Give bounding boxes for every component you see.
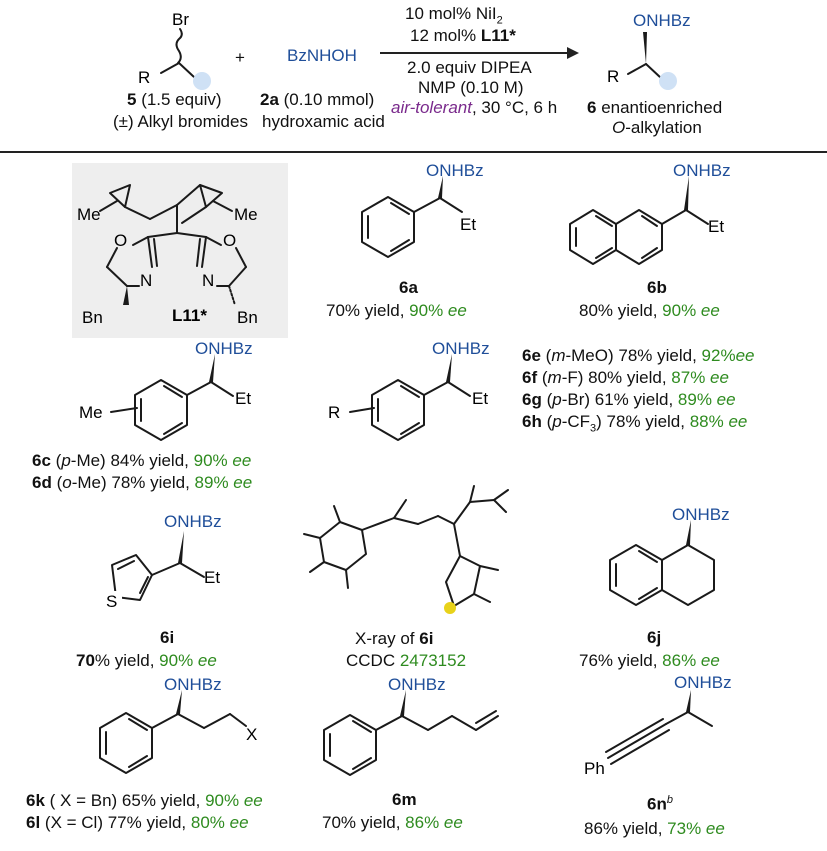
structure-6i: S ONHBz Et [106,512,222,611]
condition-ligand: 12 mol% L11* [410,26,516,45]
condition-catalyst: 10 mol% NiI2 [405,4,503,27]
yield-6c: 6c (p-Me) 84% yield, 90% ee [32,451,252,470]
yield-6e: 6e (m-MeO) 78% yield, 92%ee [522,346,755,365]
right-o-label: O [223,231,236,250]
structure-6c-6d: Me ONHBz Et [79,339,253,441]
onhbz-label: ONHBz [673,161,731,180]
yield-6f: 6f (m-F) 80% yield, 87% ee [522,368,729,387]
sm2a-caption-2: hydroxamic acid [262,112,385,131]
et-label: Et [472,389,488,408]
structure-6k-6l: ONHBz X [99,675,257,774]
sm2a-caption-1: 2a (0.10 mmol) [260,90,375,109]
label-6b: 6b [647,278,667,297]
ligand-panel [72,163,288,338]
left-n-label: N [140,271,152,290]
right-me-label: Me [234,205,258,224]
yield-6k: 6k ( X = Bn) 65% yield, 90% ee [26,791,263,810]
product-caption-1: 6 enantioenriched [587,98,723,117]
reaction-arrowhead [567,47,579,59]
structure-6m: ONHBz [323,675,499,776]
section-divider [0,151,827,153]
label-6m: 6m [392,790,417,809]
left-bn-label: Bn [82,308,103,327]
structure-6b: ONHBz Et [569,161,731,265]
et-label: Et [708,217,724,236]
product-caption-2: O-alkylation [612,118,702,137]
onhbz-label: ONHBz [426,161,484,180]
label-6j: 6j [647,628,662,647]
sm5-caption-2: (±) Alkyl bromides [113,112,248,131]
et-label: Et [204,568,220,587]
ligand-l11-structure: Me Me O N Bn O N Bn L11* [77,184,258,327]
condition-base: 2.0 equiv DIPEA [407,58,532,77]
xray-structure-6i [303,485,509,614]
s-label: S [106,592,117,611]
sm5-caption-1: 5 (1.5 equiv) [127,90,222,109]
onhbz-label: ONHBz [195,339,253,358]
structure-6n: Ph ONHBz [584,673,732,778]
br-atom-label: Br [172,10,189,29]
label-6a: 6a [399,278,418,297]
onhbz-label: ONHBz [674,673,732,692]
reaction-arrow [380,52,570,54]
yield-6d: 6d (o-Me) 78% yield, 89% ee [32,473,253,492]
structure-6e-6h: R ONHBz Et [328,339,490,441]
condition-temp: air-tolerant, 30 °C, 6 h [391,98,558,117]
onhbz-label: ONHBz [164,512,222,531]
me-label: Me [79,403,103,422]
structure-6j: ONHBz [609,505,730,606]
xray-caption: X-ray of 6i [355,629,434,648]
x-label: X [246,725,257,744]
product-structure: ONHBz R [607,11,691,90]
left-me-label: Me [77,205,101,224]
right-bn-label: Bn [237,308,258,327]
yield-6l: 6l (X = Cl) 77% yield, 80% ee [26,813,249,832]
yield-6i: 70% yield, 90% ee [76,651,217,670]
yield-6g: 6g (p-Br) 61% yield, 89% ee [522,390,736,409]
onhbz-label: ONHBz [432,339,490,358]
yield-6a: 70% yield, 90% ee [326,301,467,320]
right-n-label: N [202,271,214,290]
yield-6h: 6h (p-CF3) 78% yield, 88% ee [522,412,748,435]
onhbz-label: ONHBz [164,675,222,694]
yield-6b: 80% yield, 90% ee [579,301,720,320]
alkyl-bromide-structure: Br R [138,10,211,90]
hydroxamic-formula: BzNHOH [287,46,357,65]
left-o-label: O [114,231,127,250]
onhbz-label: ONHBz [672,505,730,524]
et-label: Et [235,389,251,408]
plus-sign: + [235,48,245,67]
r-label: R [328,403,340,422]
label-6i: 6i [160,628,175,647]
onhbz-label: ONHBz [388,675,446,694]
r-group-label: R [138,68,150,87]
label-6n: 6nb [647,794,673,814]
condition-solvent: NMP (0.10 M) [418,78,524,97]
yield-6n: 86% yield, 73% ee [584,819,725,838]
ph-label: Ph [584,759,605,778]
ccdc-caption: CCDC 2473152 [346,651,467,670]
structure-6a: ONHBz Et [361,161,484,258]
yield-6m: 70% yield, 86% ee [322,813,463,832]
ligand-name: L11* [172,306,207,325]
product-onhbz-label: ONHBz [633,11,691,30]
product-r-label: R [607,67,619,86]
yield-6j: 76% yield, 86% ee [579,651,720,670]
et-label: Et [460,215,476,234]
